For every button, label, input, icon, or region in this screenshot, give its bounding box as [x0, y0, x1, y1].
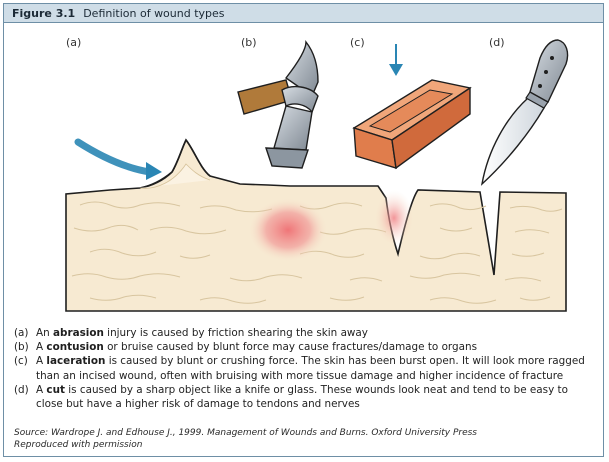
caption-item-a: (a) An abrasion injury is caused by fric…	[14, 327, 368, 339]
caption-list: (a) An abrasion injury is caused by fric…	[14, 326, 594, 411]
caption-item-c: (c) A laceration is caused by blunt or c…	[14, 355, 585, 382]
source-line: Source: Wardrope J. and Edhouse J., 1999…	[14, 428, 477, 438]
panel-label-a: (a)	[66, 36, 82, 49]
panel-label-d: (d)	[489, 36, 505, 49]
caption-item-b: (b) A contusion or bruise caused by blun…	[14, 341, 477, 354]
figure-number: Figure 3.1	[12, 6, 76, 20]
source-citation: Source: Wardrope J. and Edhouse J., 1999…	[14, 427, 594, 451]
figure-title: Definition of wound types	[83, 6, 225, 20]
laceration-bruise	[374, 190, 414, 246]
figure-header: Figure 3.1 Definition of wound types	[4, 4, 603, 23]
crush-arrow	[389, 44, 403, 76]
term-abrasion: abrasion	[53, 327, 104, 339]
panel-label-b: (b)	[241, 36, 257, 49]
skin-block	[65, 138, 567, 312]
permission-line: Reproduced with permission	[14, 440, 143, 450]
caption-item-d: (d) A cut is caused by a sharp object li…	[14, 383, 568, 411]
panel-label-c: (c)	[350, 36, 365, 49]
term-cut: cut	[46, 383, 65, 396]
wound-illustration	[65, 39, 569, 312]
abrasion-shear	[139, 163, 211, 189]
term-laceration: laceration	[46, 355, 106, 368]
abrasion-arrow	[74, 138, 162, 180]
hammer-icon	[237, 40, 319, 169]
term-contusion: contusion	[46, 341, 104, 354]
abrasion-skin-flap	[139, 138, 211, 189]
brick-icon	[352, 79, 472, 170]
contusion-bruise	[248, 198, 328, 262]
knife-icon	[480, 39, 569, 186]
skin-texture	[71, 201, 563, 304]
